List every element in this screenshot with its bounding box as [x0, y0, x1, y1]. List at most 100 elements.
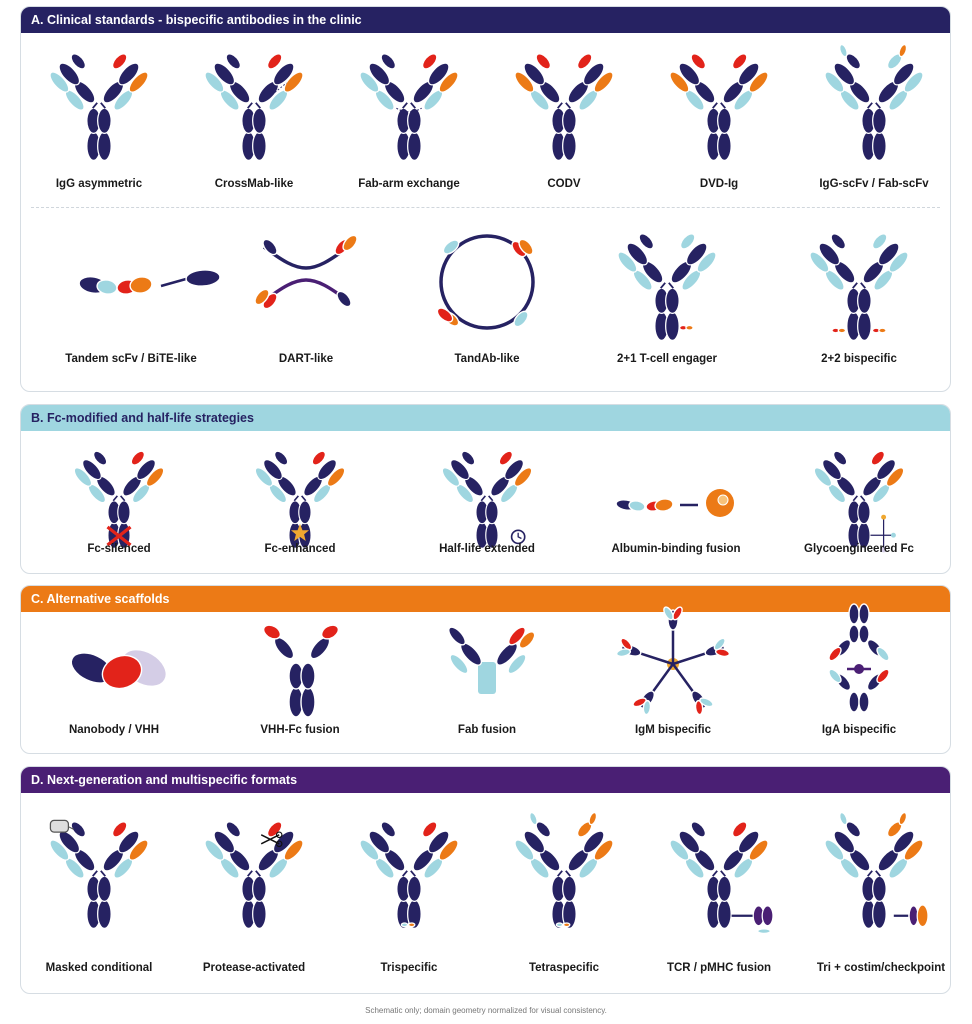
light-chain	[73, 467, 93, 487]
scfv-domain	[185, 269, 221, 287]
domain	[615, 648, 632, 658]
scfv	[898, 43, 908, 58]
half-life-clock-icon	[441, 450, 533, 549]
domain	[448, 626, 466, 646]
heavy-chain	[117, 830, 140, 854]
antibody-shape	[809, 233, 909, 342]
heavy-chain	[504, 459, 524, 481]
heavy-chain	[892, 830, 915, 854]
format-label: Fc-silenced	[87, 543, 151, 555]
heavy-chain	[626, 242, 649, 266]
heavy-chain	[523, 830, 546, 854]
domain	[694, 699, 704, 716]
fc-domain	[872, 875, 887, 903]
hinge	[402, 870, 416, 877]
panel-next-generation: D. Next-generation and multispecific for…	[20, 766, 951, 994]
iga-shape	[828, 603, 890, 713]
scissors-handle	[275, 840, 283, 848]
light-chain	[885, 467, 905, 487]
domain	[848, 603, 860, 625]
light-chain	[669, 839, 690, 861]
light-chain	[49, 839, 70, 861]
scissors-handle	[275, 831, 283, 839]
light-chain	[438, 839, 459, 861]
fc-domain	[298, 500, 312, 525]
secretory-component	[854, 664, 864, 674]
antibody-shape	[824, 43, 924, 162]
fc-domain	[665, 287, 680, 315]
glycan-node	[881, 547, 887, 553]
light-chain	[824, 71, 845, 93]
variable-domain	[225, 53, 241, 70]
format-label: Half-life extended	[439, 543, 535, 555]
variable-domain	[830, 233, 846, 250]
domain	[320, 624, 340, 640]
domain	[300, 686, 316, 718]
light-chain	[254, 467, 274, 487]
domain	[654, 498, 674, 512]
heavy-chain	[892, 62, 915, 86]
heavy-chain	[136, 459, 156, 481]
domain	[300, 662, 316, 690]
fc-domain	[665, 310, 680, 342]
tcr-pmhc-icon	[669, 821, 774, 934]
light-chain	[696, 251, 717, 273]
light-chain	[748, 839, 769, 861]
antibody-shape	[514, 53, 614, 162]
light-chain	[359, 839, 380, 861]
albumin-shape	[615, 489, 734, 517]
scissors-icon	[260, 834, 280, 845]
tandem-scfv-icon	[78, 269, 221, 295]
heavy-chain	[678, 830, 701, 854]
light-chain	[824, 839, 845, 861]
light-chain	[283, 71, 304, 93]
igg-asymmetric: IgG asymmetric	[39, 47, 159, 197]
heavy-chain	[263, 459, 283, 481]
heavy-chain	[822, 459, 842, 481]
hinge	[112, 495, 126, 502]
format-label: IgA bispecific	[821, 724, 897, 736]
light-chain	[514, 839, 535, 861]
antibody-shape	[669, 53, 769, 162]
format-label: DART-like	[278, 353, 334, 365]
two-plus-one: 2+1 T-cell engager	[607, 227, 727, 372]
fc-domain	[717, 898, 732, 930]
format-label: TandAb-like	[454, 353, 520, 365]
costim-checkpoint-icon	[824, 811, 929, 930]
nanobody: Nanobody / VHH	[54, 618, 174, 743]
antibody-shape	[49, 819, 149, 930]
light-chain	[669, 71, 690, 93]
format-label: Tri + costim/checkpoint	[816, 962, 946, 974]
igm-pentamer-icon	[615, 606, 731, 716]
variable-domain	[380, 53, 396, 70]
section-title: D. Next-generation and multispecific for…	[21, 767, 950, 793]
heavy-chain	[450, 459, 470, 481]
dart-shape	[254, 234, 358, 310]
fusion-core	[478, 662, 496, 694]
format-label: Trispecific	[380, 962, 438, 974]
domain	[876, 646, 890, 662]
heavy-chain	[523, 62, 546, 86]
heavy-chain	[368, 830, 391, 854]
domain	[642, 699, 652, 716]
light-chain	[617, 251, 638, 273]
half-life-extended: Half-life extended	[427, 445, 547, 565]
fc-domain	[717, 107, 732, 135]
hinge	[660, 282, 674, 289]
protease-activated: Protease-activated	[194, 815, 314, 980]
fc-domain	[857, 287, 872, 315]
antibody-shape	[49, 53, 149, 162]
crossmab-icon	[204, 53, 304, 162]
tiny-domain	[878, 327, 887, 334]
heavy-chain	[685, 242, 708, 266]
variable-domain	[93, 450, 108, 466]
domain	[876, 668, 890, 684]
fc-domain	[717, 130, 732, 162]
fc-domain	[117, 500, 131, 525]
nanobody-shape	[70, 648, 167, 690]
light-chain	[514, 71, 535, 93]
format-label: DVD-Ig	[699, 178, 739, 190]
hinge	[480, 495, 494, 502]
fc-domain	[407, 107, 422, 135]
variable-domain	[112, 821, 128, 838]
